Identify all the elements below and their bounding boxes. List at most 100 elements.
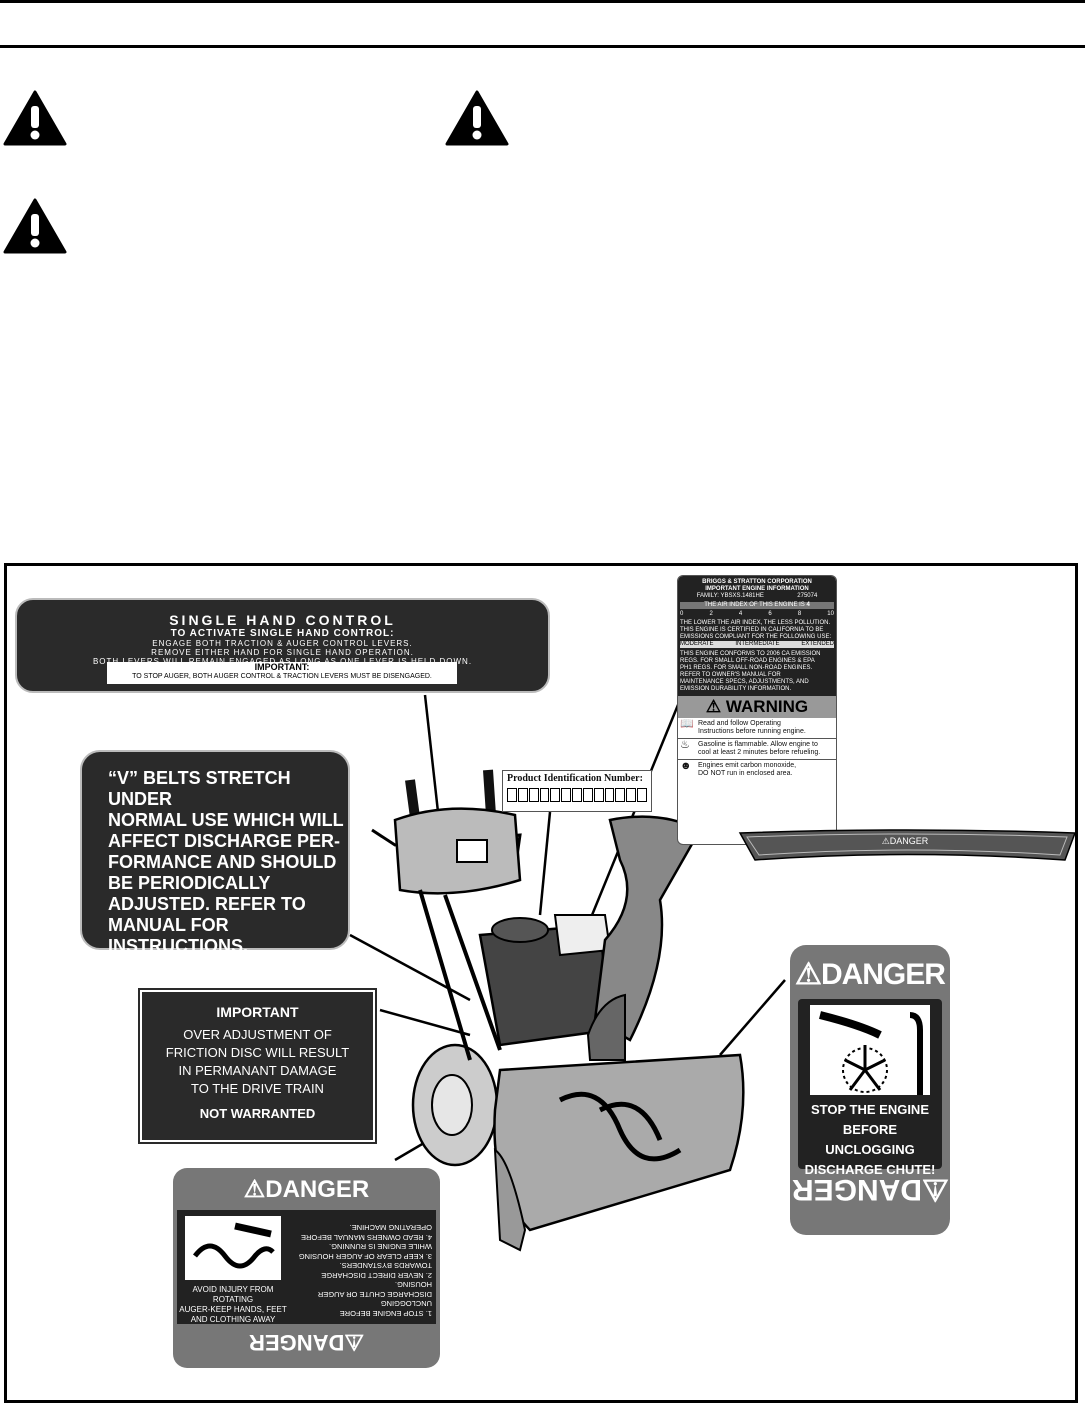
flame-icon: ♨ xyxy=(680,741,698,757)
danger-chute-footer-text: ⚠DANGER xyxy=(792,1169,949,1209)
v-belt-line: INSTRUCTIONS. xyxy=(108,936,348,957)
important-title: IMPORTANT: xyxy=(107,662,457,672)
friction-disc-decal: IMPORTANT OVER ADJUSTMENT OF FRICTION DI… xyxy=(140,990,375,1142)
conforms-line: REGS. FOR SMALL OFF-ROAD ENGINES & EPA xyxy=(680,658,834,665)
warning-text: DO NOT run in enclosed area. xyxy=(698,770,796,778)
scale-tick: 4 xyxy=(739,611,742,618)
friction-line: OVER ADJUSTMENT OF xyxy=(142,1026,373,1044)
friction-line: FRICTION DISC WILL RESULT xyxy=(142,1044,373,1062)
danger-chute-header: ⚠DANGER xyxy=(790,955,950,995)
danger-chute-panel: STOP THE ENGINE BEFORE UNCLOGGING DISCHA… xyxy=(798,999,942,1169)
use-option: INTERMEDIATE xyxy=(735,641,779,648)
auger-item: DISCHARGE CHUTE OR AUGER xyxy=(293,1290,432,1300)
danger-chute-bottom: DANGER xyxy=(792,1173,922,1206)
friction-footer: NOT WARRANTED xyxy=(142,1106,373,1121)
engine-corp: BRIGGS & STRATTON CORPORATION xyxy=(680,579,834,586)
v-belt-line: “V” BELTS STRETCH UNDER xyxy=(108,768,348,810)
conforms-line: REFER TO OWNER'S MANUAL FOR xyxy=(680,672,834,679)
hand-chute-icon xyxy=(810,1005,930,1095)
air-index-row: THE AIR INDEX OF THIS ENGINE IS 4 xyxy=(680,602,834,609)
warning-triangle-icon: ⚠ xyxy=(922,1173,949,1206)
scale-tick: 8 xyxy=(798,611,801,618)
warning-triangle-icon: ⚠ xyxy=(795,958,821,991)
chute-strip-label: ⚠DANGER xyxy=(870,836,940,847)
v-belt-line: BE PERIODICALLY xyxy=(108,873,348,894)
person-fumes-icon: ☻ xyxy=(680,762,698,778)
engine-cert: THIS ENGINE IS CERTIFIED IN CALIFORNIA T… xyxy=(680,627,834,634)
warning-text: Instructions before running engine. xyxy=(698,728,806,736)
conforms-line: EMISSION DURABILITY INFORMATION. xyxy=(680,686,834,693)
auger-item: WHILE ENGINE IS RUNNING. xyxy=(293,1242,432,1252)
engine-warning-title: WARNING xyxy=(726,697,808,716)
danger-auger-footer: ⚠DANGER xyxy=(173,1324,440,1360)
scale-tick: 2 xyxy=(709,611,712,618)
danger-chute-footer: ⚠DANGER xyxy=(790,1169,950,1209)
danger-auger-header: ⚠DANGER xyxy=(173,1172,440,1208)
v-belt-decal: “V” BELTS STRETCH UNDER NORMAL USE WHICH… xyxy=(80,750,350,950)
conforms-line: MAINTENANCE SPECS, ADJUSTMENTS, AND xyxy=(680,679,834,686)
use-option: MODERATE xyxy=(680,641,714,648)
single-hand-control-decal: SINGLE HAND CONTROL TO ACTIVATE SINGLE H… xyxy=(15,598,550,693)
use-option: EXTENDED xyxy=(801,641,834,648)
friction-line: TO THE DRIVE TRAIN xyxy=(142,1080,373,1098)
auger-item: TOWARDS BYSTANDERS. xyxy=(293,1261,432,1271)
product-id-boxes xyxy=(507,788,647,802)
warning-triangle-icon: ⚠ xyxy=(882,836,890,846)
v-belt-line: FORMANCE AND SHOULD xyxy=(108,852,348,873)
air-index-value: 4 xyxy=(806,602,809,608)
danger-chute-line: STOP THE ENGINE xyxy=(798,1100,942,1120)
auger-instructions: 1. STOP ENGINE BEFORE UNCLOGGING DISCHAR… xyxy=(289,1210,436,1324)
decal-subtitle: TO ACTIVATE SINGLE HAND CONTROL: xyxy=(17,628,548,639)
engine-family: FAMILY: YBSXS.1481HE xyxy=(697,593,764,600)
product-id-caption: Product Identification Number: xyxy=(507,773,647,784)
chute-strip-text: DANGER xyxy=(890,836,929,846)
engine-info-decal: BRIGGS & STRATTON CORPORATION IMPORTANT … xyxy=(677,575,837,845)
scale-tick: 6 xyxy=(768,611,771,618)
v-belt-line: NORMAL USE WHICH WILL xyxy=(108,810,348,831)
warning-text: Read and follow Operating xyxy=(698,720,806,728)
air-index-scale: 0 2 4 6 8 10 xyxy=(680,611,834,618)
product-id-label: Product Identification Number: xyxy=(502,770,652,812)
important-box: IMPORTANT: TO STOP AUGER, BOTH AUGER CON… xyxy=(107,662,457,684)
warning-row: ☻ Engines emit carbon monoxide,DO NOT ru… xyxy=(678,760,836,780)
v-belt-line: MANUAL FOR xyxy=(108,915,348,936)
warning-text: cool at least 2 minutes before refueling… xyxy=(698,749,820,757)
v-belt-line: AFFECT DISCHARGE PER- xyxy=(108,831,348,852)
danger-chute-line: BEFORE UNCLOGGING xyxy=(798,1120,942,1160)
warning-triangle-icon: ⚠ xyxy=(244,1176,266,1203)
warning-triangle-icon: ⚠ xyxy=(344,1330,364,1355)
auger-item: 1. STOP ENGINE BEFORE UNCLOGGING xyxy=(293,1299,432,1318)
auger-hand-icon xyxy=(185,1216,281,1280)
danger-chute-decal: ⚠DANGER STOP THE ENGINE BEFORE UNCLOGGIN… xyxy=(790,945,950,1235)
decal-line: ENGAGE BOTH TRACTION & AUGER CONTROL LEV… xyxy=(17,639,548,648)
engine-compliant: EMISSIONS COMPLIANT FOR THE FOLLOWING US… xyxy=(680,634,834,641)
friction-line: IN PERMANANT DAMAGE xyxy=(142,1062,373,1080)
danger-chute-title: DANGER xyxy=(821,958,945,991)
warning-text: Gasoline is flammable. Allow engine to xyxy=(698,741,820,749)
auger-item: OPERATING MACHINE. xyxy=(293,1223,432,1233)
scale-tick: 10 xyxy=(827,611,834,618)
danger-auger-decal: ⚠DANGER AVOID INJURY FROM ROTATING AUGER… xyxy=(173,1168,440,1368)
auger-item: 2. NEVER DIRECT DISCHARGE xyxy=(293,1271,432,1281)
warning-triangle-icon: ⚠ xyxy=(706,697,721,716)
v-belt-line: ADJUSTED. REFER TO xyxy=(108,894,348,915)
danger-auger-footer-text: ⚠DANGER xyxy=(249,1324,364,1360)
friction-title: IMPORTANT xyxy=(142,1004,373,1020)
air-index-label: THE AIR INDEX OF THIS ENGINE IS xyxy=(704,602,805,608)
important-text: TO STOP AUGER, BOTH AUGER CONTROL & TRAC… xyxy=(107,672,457,682)
conforms-line: THIS ENGINE CONFORMS TO 2006 CA EMISSION xyxy=(680,651,834,658)
auger-avoid-line: AUGER-KEEP HANDS, FEET xyxy=(177,1305,289,1315)
engine-warning-bar: ⚠ WARNING xyxy=(678,696,836,718)
engine-family-row: FAMILY: YBSXS.1481HE 275074 xyxy=(680,593,834,600)
scale-tick: 0 xyxy=(680,611,683,618)
danger-auger-title: DANGER xyxy=(265,1176,369,1203)
warning-row: ♨ Gasoline is flammable. Allow engine to… xyxy=(678,739,836,760)
decal-line: REMOVE EITHER HAND FOR SINGLE HAND OPERA… xyxy=(17,648,548,657)
auger-avoid-line: AVOID INJURY FROM ROTATING xyxy=(177,1285,289,1305)
conforms-line: PH1 REGS. FOR SMALL NON-ROAD ENGINES. xyxy=(680,665,834,672)
book-icon: 📖 xyxy=(680,720,698,736)
decal-title: SINGLE HAND CONTROL xyxy=(17,612,548,628)
auger-item: 4. READ OWNERS MANUAL BEFORE xyxy=(293,1233,432,1243)
engine-uses: MODERATE INTERMEDIATE EXTENDED xyxy=(680,641,834,648)
